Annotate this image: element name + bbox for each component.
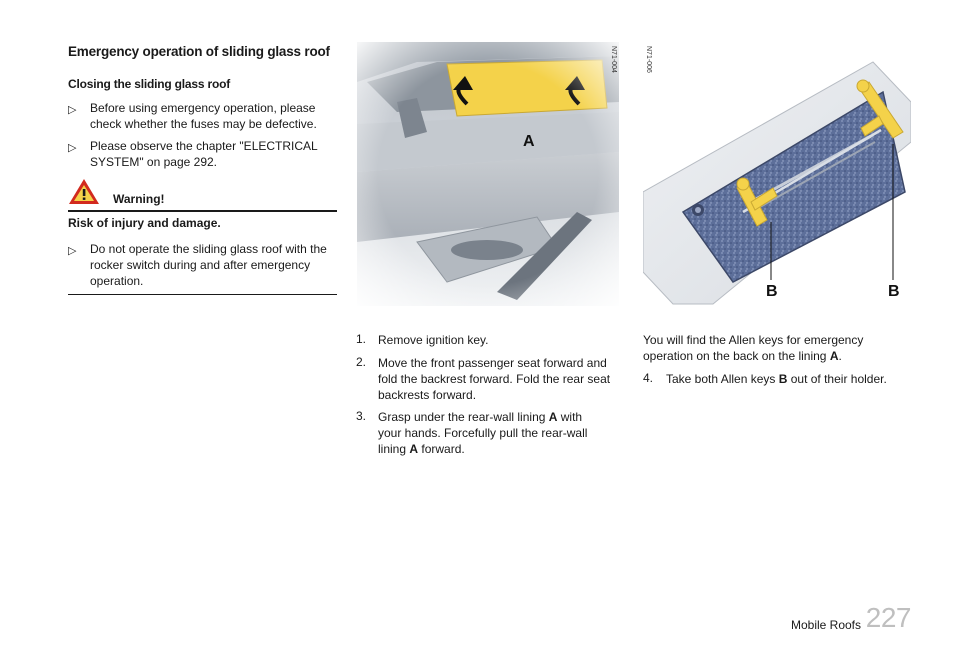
section-title: Emergency operation of sliding glass roo… — [68, 44, 330, 59]
bullet-marker: ▷ — [68, 104, 77, 116]
figure1-code: N71-004 — [610, 46, 617, 73]
step-2-text: Move the front passenger seat forward an… — [378, 356, 611, 402]
figure2-code: N71-006 — [645, 46, 652, 73]
figure-allen-keys: B B N71-006 — [643, 42, 911, 306]
step-3-text: Grasp under the rear-wall lining A with … — [378, 410, 588, 456]
warning-rule-bottom — [68, 294, 337, 295]
figure-rear-wall-lining: A N71-004 — [357, 42, 619, 306]
step-1-text: Remove ignition key. — [378, 333, 489, 347]
step-4-number: 4. — [643, 371, 654, 385]
figure1-label-a: A — [523, 133, 535, 150]
step-3-number: 3. — [356, 409, 367, 423]
warning-label: Warning! — [113, 192, 165, 206]
step-4-text: Take both Allen keys B out of their hold… — [666, 372, 887, 386]
warning-bullet: Do not operate the sliding glass roof wi… — [90, 242, 327, 288]
step-2-number: 2. — [356, 355, 367, 369]
warning-triangle-icon — [68, 178, 100, 206]
step-1-number: 1. — [356, 332, 367, 346]
allen-key-handle-left — [736, 177, 778, 227]
bullet-marker: ▷ — [68, 142, 77, 154]
figure-allen-keys-illustration: B B N71-006 — [643, 42, 911, 306]
page-number: 227 — [865, 602, 912, 633]
pre-bullet-2: Please observe the chapter "ELECTRICAL S… — [90, 139, 318, 169]
allen-key-handle-right — [856, 79, 904, 139]
footer-section-label: Mobile Roofs — [790, 618, 861, 632]
right-paragraph: You will find the Allen keys for emergen… — [643, 333, 864, 363]
bullet-marker: ▷ — [68, 245, 77, 257]
pre-bullet-1: Before using emergency operation, please… — [90, 101, 317, 131]
warning-heading: Risk of injury and damage. — [68, 216, 221, 230]
figure2-label-b-right: B — [888, 283, 900, 300]
warning-rule-top — [68, 210, 337, 212]
subsection-title: Closing the sliding glass roof — [68, 77, 231, 91]
figure-rear-wall-lining-illustration: A N71-004 — [357, 42, 619, 306]
figure2-label-b-left: B — [766, 283, 778, 300]
